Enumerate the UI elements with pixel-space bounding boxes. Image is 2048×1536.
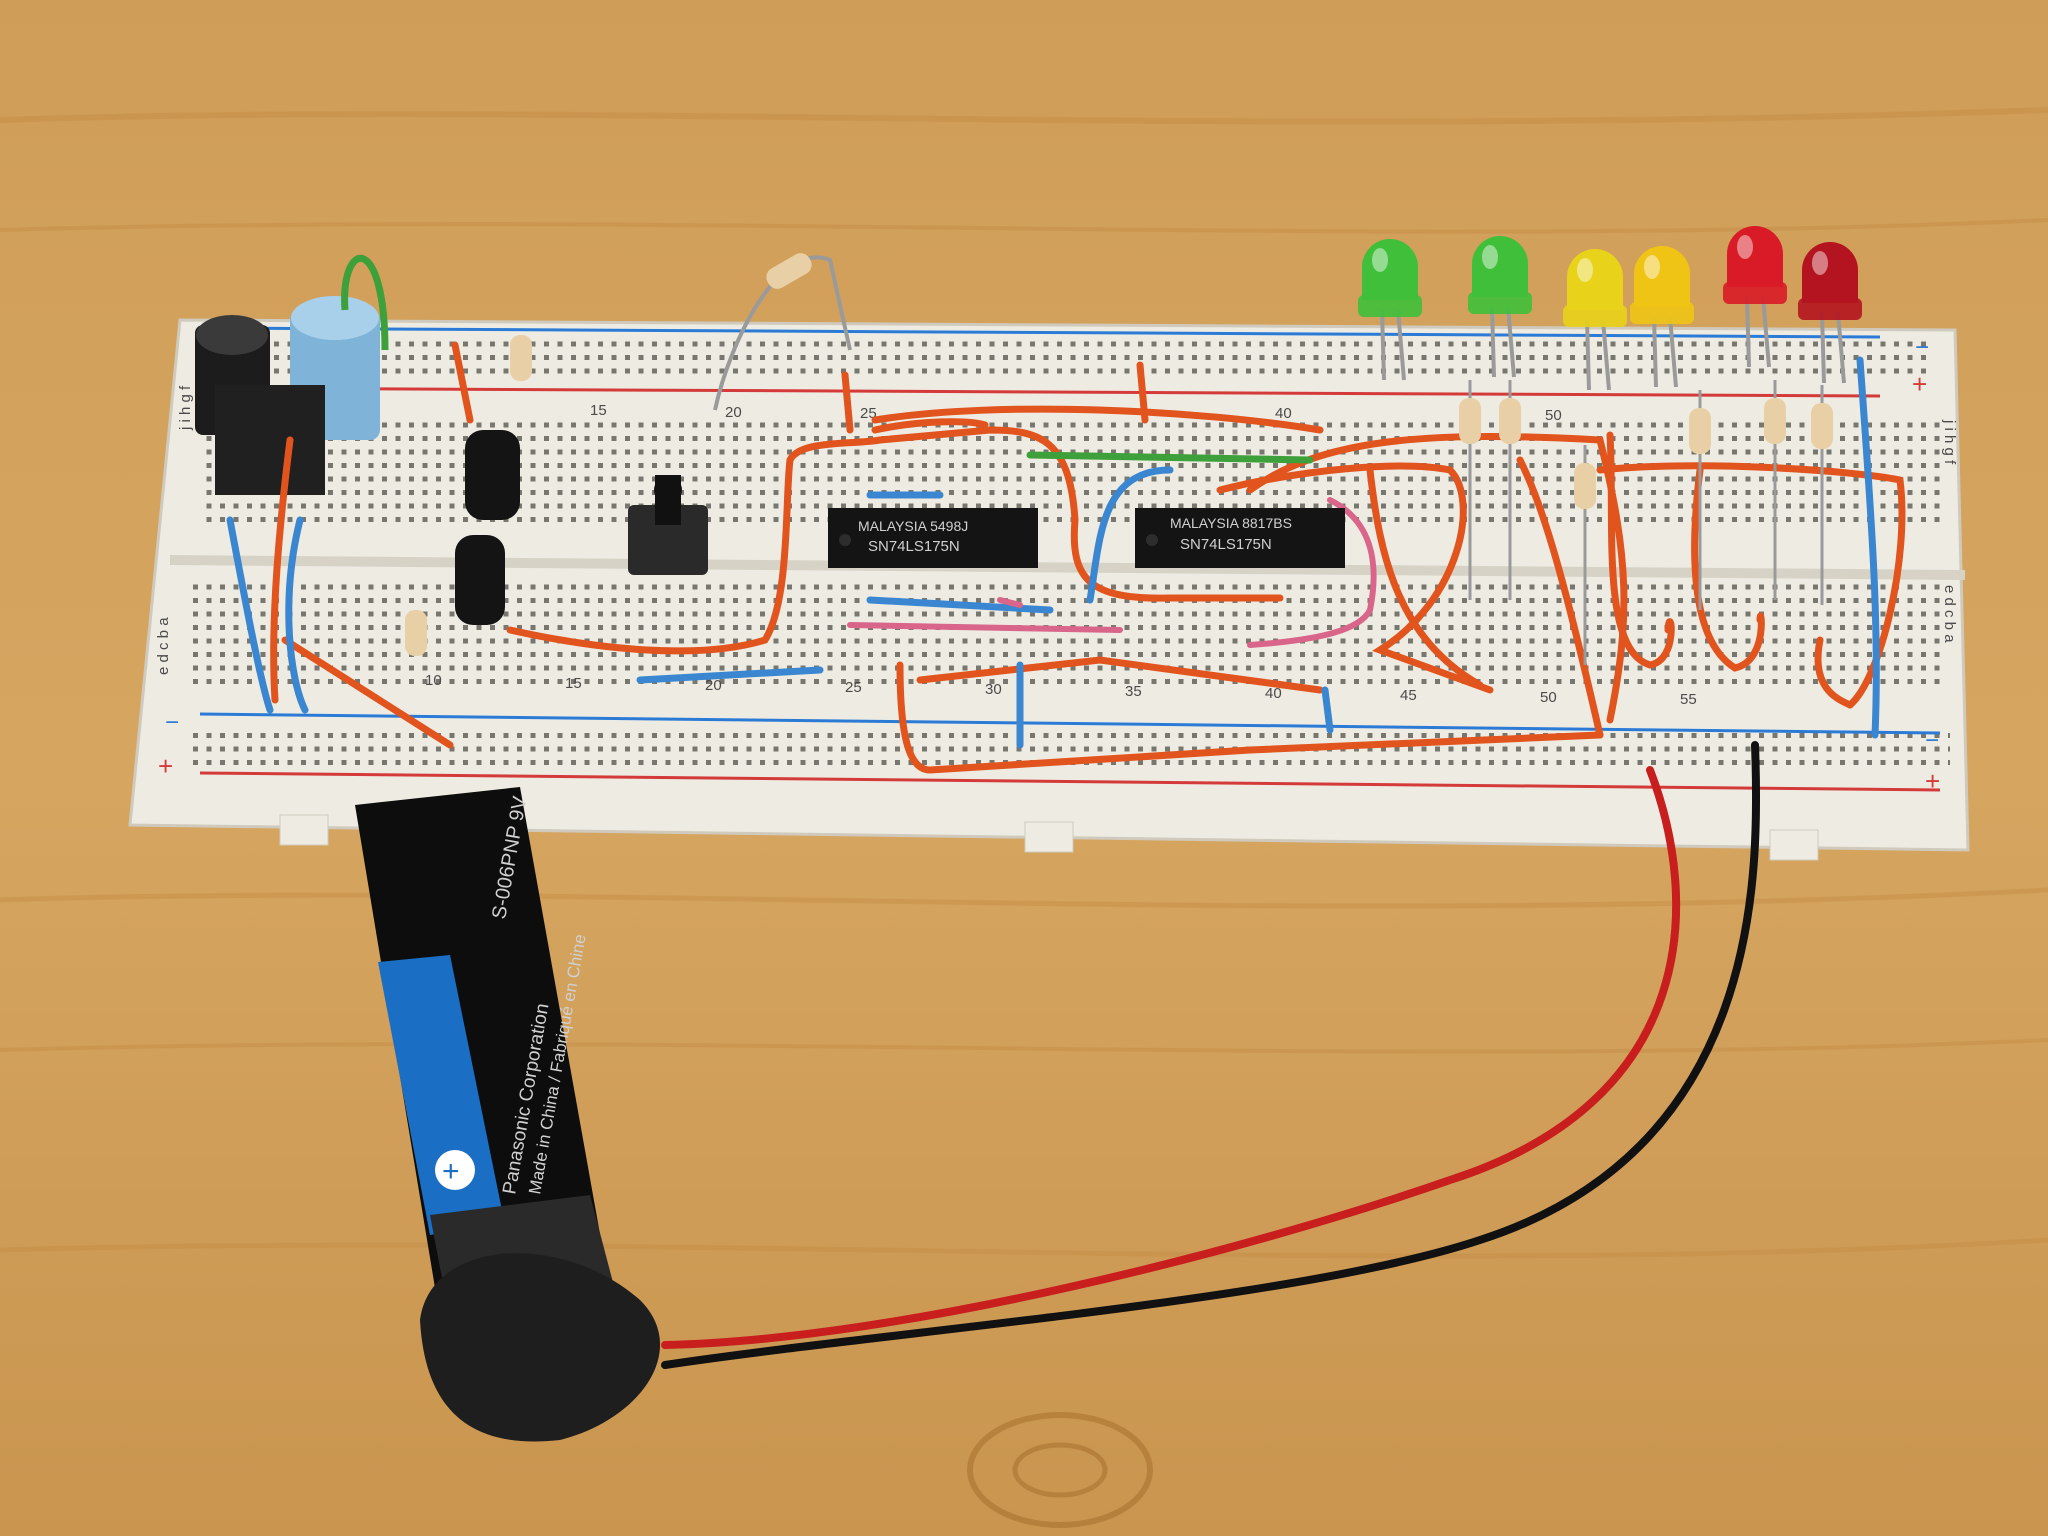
transistor-lower — [455, 535, 505, 625]
led-yellow — [1563, 249, 1627, 391]
discrete-components — [405, 253, 852, 656]
led-resistor — [1811, 385, 1833, 605]
col-number: 50 — [1540, 689, 1557, 706]
led-resistor — [1689, 390, 1711, 610]
bottom-red-rail — [199, 771, 1941, 792]
rail-plus-sign: + — [158, 751, 173, 781]
col-number: 45 — [1400, 687, 1417, 704]
battery-clip-cap — [420, 1253, 661, 1442]
col-number: 15 — [565, 675, 582, 692]
rail-minus-sign: − — [1925, 727, 1939, 754]
col-number: 35 — [1125, 683, 1142, 700]
chip-2-line2: SN74LS175N — [1180, 536, 1272, 553]
jumper-wires — [226, 341, 1906, 774]
rail-minus-sign: − — [1915, 334, 1929, 361]
board-printing: 15 20 25 40 50 10 15 20 25 30 35 40 45 5… — [155, 334, 1958, 796]
top-red-rail — [199, 386, 1881, 398]
battery-plus-symbol: + — [442, 1155, 460, 1188]
pushbutton — [628, 505, 708, 575]
black-lead — [661, 741, 1761, 1369]
resistor — [766, 253, 812, 289]
rail-plus-sign: + — [1912, 369, 1927, 399]
led-red — [1798, 242, 1862, 384]
ic-chip-2: MALAYSIA 8817BS SN74LS175N — [1135, 508, 1345, 568]
led-resistor — [1764, 380, 1786, 600]
row-letters-right-bottom: e d c b a — [1941, 585, 1958, 643]
led-yellow — [1630, 246, 1694, 388]
led-resistor — [1459, 380, 1481, 600]
battery-leads — [661, 741, 1761, 1369]
col-number: 30 — [985, 681, 1002, 698]
red-lead — [661, 766, 1681, 1349]
rail-minus-sign: − — [165, 709, 179, 736]
green-jumper-wire — [341, 254, 389, 351]
rail-plus-sign: + — [1925, 766, 1940, 796]
transistor-upper — [465, 430, 520, 520]
chip-1-line2: SN74LS175N — [868, 538, 960, 555]
col-number: 55 — [1680, 691, 1697, 708]
col-number: 15 — [590, 402, 607, 419]
resistor — [510, 335, 532, 381]
battery-9v: + S-006PNP 9V Panasonic Corporation Made… — [355, 787, 661, 1442]
col-number: 20 — [705, 677, 722, 694]
col-number: 20 — [725, 404, 742, 421]
col-number: 50 — [1545, 407, 1562, 424]
chip-1-line1: MALAYSIA 5498J — [858, 518, 968, 534]
chip-2-line1: MALAYSIA 8817BS — [1170, 515, 1292, 531]
top-blue-rail — [199, 326, 1881, 339]
led-resistor — [1499, 380, 1521, 600]
ic-chip-1: MALAYSIA 5498J SN74LS175N — [828, 508, 1038, 568]
led-green — [1468, 236, 1532, 378]
led-resistor — [1574, 445, 1596, 665]
breadboard — [128, 318, 1970, 861]
row-letters-top: j i h g f — [177, 385, 194, 431]
led-green — [1358, 239, 1422, 381]
voltage-regulator — [215, 385, 325, 495]
col-number: 40 — [1275, 405, 1292, 422]
col-number: 25 — [845, 679, 862, 696]
row-letters-bottom: e d c b a — [155, 617, 172, 675]
resistor — [405, 610, 427, 656]
row-letters-right-top: j i h g f — [1941, 419, 1958, 465]
bottom-blue-rail — [199, 712, 1941, 735]
power-section — [195, 254, 389, 495]
led-row — [1358, 226, 1862, 665]
col-number: 40 — [1265, 685, 1282, 702]
led-red — [1723, 226, 1787, 368]
col-number: 10 — [425, 672, 442, 689]
